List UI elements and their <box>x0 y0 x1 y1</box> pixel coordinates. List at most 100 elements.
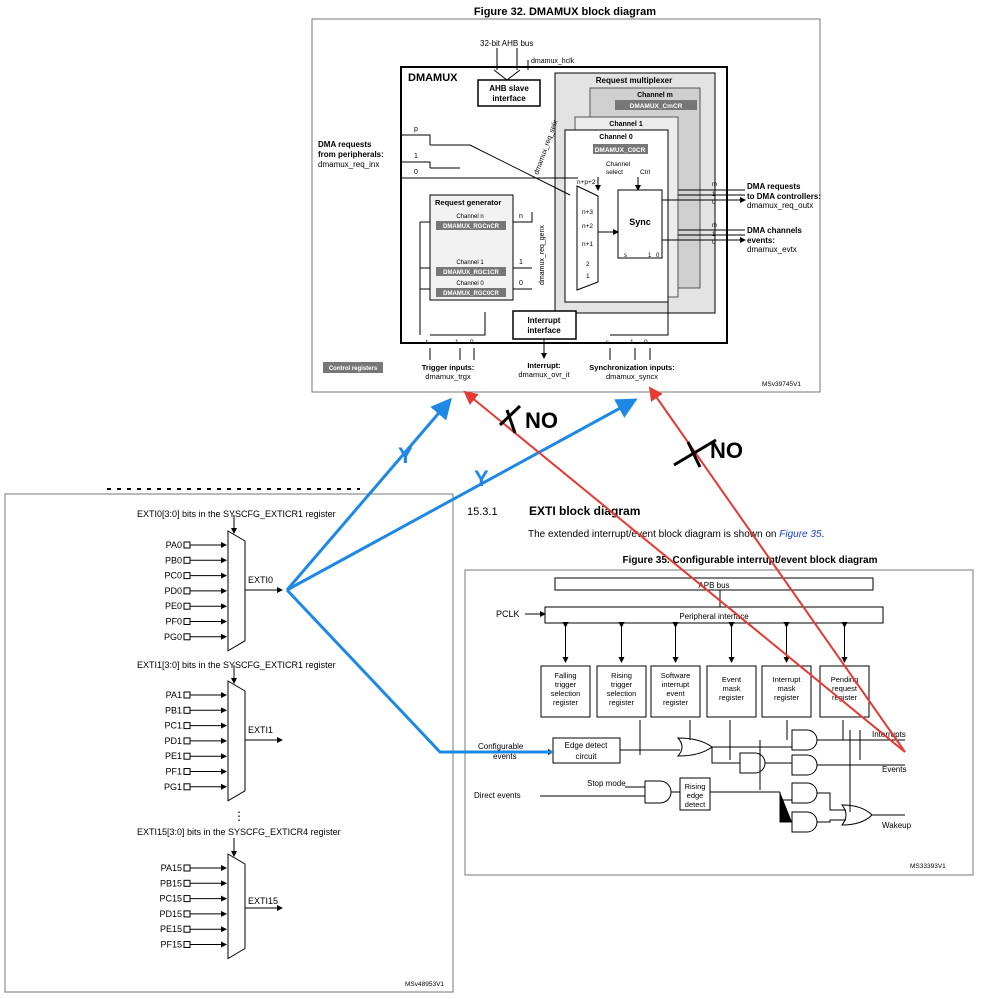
svg-text:DMAMUX_CmCR: DMAMUX_CmCR <box>630 103 683 110</box>
no-arrow-trigger <box>463 390 906 753</box>
register-label: register <box>774 693 800 702</box>
svg-text:Channel: Channel <box>606 161 631 168</box>
pin-label: PC0 <box>164 571 182 581</box>
svg-text:dmamux_req_genx: dmamux_req_genx <box>539 225 546 285</box>
svg-text:0: 0 <box>414 169 418 176</box>
register-box <box>706 665 757 718</box>
mux-shape <box>227 680 246 802</box>
peripheral-interface <box>544 606 884 624</box>
pin-terminal <box>183 925 191 933</box>
svg-text:Wakeup: Wakeup <box>882 821 912 830</box>
pin-label: PF1 <box>165 767 182 777</box>
pin-label: PC1 <box>164 721 182 731</box>
register-label: register <box>719 693 745 702</box>
svg-text:1: 1 <box>414 153 418 160</box>
pin-terminal <box>183 941 191 948</box>
svg-text:Channel m: Channel m <box>637 92 673 99</box>
register-label: Interrupt <box>773 675 802 684</box>
svg-text:1: 1 <box>519 259 523 266</box>
exti-block-figure: 15.3.1 EXTI block diagram The extended i… <box>464 504 974 876</box>
svg-text:p: p <box>414 126 418 133</box>
pin-label: PB1 <box>165 705 182 715</box>
y-arrow-sync <box>286 398 638 592</box>
register-label: mask <box>778 684 796 693</box>
pin-terminal <box>183 587 191 595</box>
svg-text:1: 1 <box>648 253 652 259</box>
svg-text:Direct events: Direct events <box>474 791 521 800</box>
pin-terminal <box>183 633 191 641</box>
svg-text:events:: events: <box>747 236 775 245</box>
svg-text:n+1: n+1 <box>582 241 593 248</box>
svg-text:dmamux_syncx: dmamux_syncx <box>606 372 658 381</box>
sync-block <box>617 189 663 259</box>
pin-terminal <box>183 618 191 625</box>
pin-label: PF0 <box>165 617 182 627</box>
svg-text:0: 0 <box>712 240 716 246</box>
register-label: mask <box>723 684 741 693</box>
svg-text:Interrupt:: Interrupt: <box>527 361 560 370</box>
svg-text:0: 0 <box>644 339 648 346</box>
svg-text:MS33393V1: MS33393V1 <box>910 863 946 870</box>
svg-text:AHB slave: AHB slave <box>489 84 529 93</box>
pin-terminal <box>183 768 191 775</box>
dmamux-frame <box>311 18 821 393</box>
register-label: selection <box>551 689 581 698</box>
svg-text:15.3.1: 15.3.1 <box>467 506 498 518</box>
pin-terminal <box>183 722 191 730</box>
register-label: event <box>666 689 685 698</box>
svg-text:Channel 1: Channel 1 <box>609 121 643 128</box>
pin-label: PE1 <box>165 751 182 761</box>
svg-text:Trigger inputs:: Trigger inputs: <box>422 363 475 372</box>
svg-text:s: s <box>606 339 610 346</box>
svg-text:Edge detect: Edge detect <box>565 741 608 750</box>
register-label: request <box>832 684 858 693</box>
svg-text:from peripherals:: from peripherals: <box>318 150 384 159</box>
dmamux-block-title: DMAMUX <box>408 72 458 84</box>
register-label: Falling <box>554 671 576 680</box>
svg-text:Configurable: Configurable <box>478 742 524 751</box>
svg-text:Interrupt: Interrupt <box>528 316 561 325</box>
svg-text:events: events <box>493 752 517 761</box>
svg-text:1: 1 <box>586 273 590 280</box>
svg-text:DMA channels: DMA channels <box>747 226 802 235</box>
svg-text:t: t <box>426 339 428 346</box>
svg-text:EXTI15[3:0] bits in the SYSCFG: EXTI15[3:0] bits in the SYSCFG_EXTICR4 r… <box>137 827 341 837</box>
dmamux-figure-title: Figure 32. DMAMUX block diagram <box>474 6 656 18</box>
svg-text:1: 1 <box>712 192 716 198</box>
hclk-label: dmamux_hclk <box>531 58 575 65</box>
svg-text:0: 0 <box>519 280 523 287</box>
request-mux <box>576 185 599 291</box>
pin-terminal <box>183 895 191 903</box>
svg-text:DMA requests: DMA requests <box>318 140 372 149</box>
svg-text:n: n <box>519 213 523 220</box>
mux-shape <box>227 853 246 960</box>
rising-edge-detect <box>679 777 711 811</box>
svg-text:EXTI15: EXTI15 <box>248 896 278 906</box>
register-label: register <box>609 698 635 707</box>
pin-label: PE0 <box>165 601 182 611</box>
y-line-config <box>285 588 553 754</box>
register-label: trigger <box>555 680 577 689</box>
register-label: Rising <box>611 671 632 680</box>
svg-text:0: 0 <box>712 200 716 206</box>
svg-text:Synchronization inputs:: Synchronization inputs: <box>589 363 674 372</box>
svg-text:Sync: Sync <box>629 217 651 227</box>
register-box <box>650 665 701 718</box>
control-registers <box>323 362 383 373</box>
svg-text:Peripheral interface: Peripheral interface <box>679 612 749 621</box>
edge-detect-circuit <box>552 737 621 764</box>
svg-text:select: select <box>606 169 623 176</box>
svg-text:MSv48953V1: MSv48953V1 <box>405 981 444 988</box>
apb-bus <box>554 577 874 591</box>
pin-label: PA15 <box>161 863 182 873</box>
svg-text:Events: Events <box>882 765 906 774</box>
pin-label: PA0 <box>166 540 182 550</box>
annotations: Y Y NO NO <box>285 386 906 754</box>
pin-terminal <box>183 541 191 549</box>
pin-terminal <box>183 706 191 714</box>
no-label-1: NO <box>525 408 558 433</box>
no-label-2: NO <box>710 438 743 463</box>
svg-text:Ctrl: Ctrl <box>640 169 651 176</box>
